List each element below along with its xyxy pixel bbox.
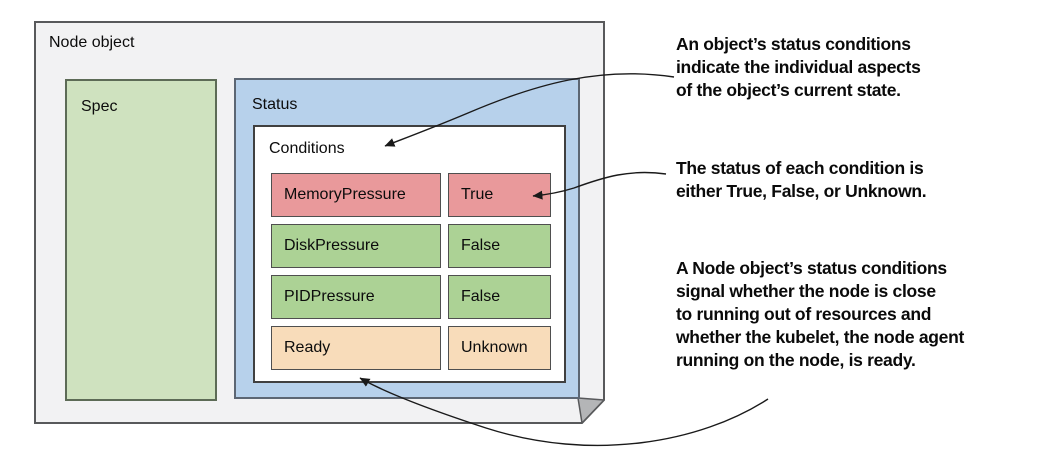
condition-name-cell: DiskPressure [271,224,441,268]
condition-name-cell: PIDPressure [271,275,441,319]
condition-value-cell: True [448,173,551,217]
condition-name-cell: Ready [271,326,441,370]
conditions-table: MemoryPressure True DiskPressure False P… [271,173,551,377]
table-row: Ready Unknown [271,326,551,370]
table-row: MemoryPressure True [271,173,551,217]
table-row: PIDPressure False [271,275,551,319]
annotation-condition-values: The status of each condition is either T… [676,158,927,201]
spec-label: Spec [81,98,118,115]
condition-value-cell: False [448,224,551,268]
condition-name-cell: MemoryPressure [271,173,441,217]
annotation-status-conditions: An object’s status conditions indicate t… [676,34,921,100]
conditions-label: Conditions [269,140,345,157]
node-object-label: Node object [49,34,135,51]
page-fold-icon [577,397,605,424]
annotation-node-conditions: A Node object’s status conditions signal… [676,258,965,370]
condition-value-cell: False [448,275,551,319]
conditions-box: Conditions MemoryPressure True DiskPress… [253,125,566,383]
table-row: DiskPressure False [271,224,551,268]
status-label: Status [252,96,298,113]
spec-box: Spec [65,79,217,401]
condition-value-cell: Unknown [448,326,551,370]
